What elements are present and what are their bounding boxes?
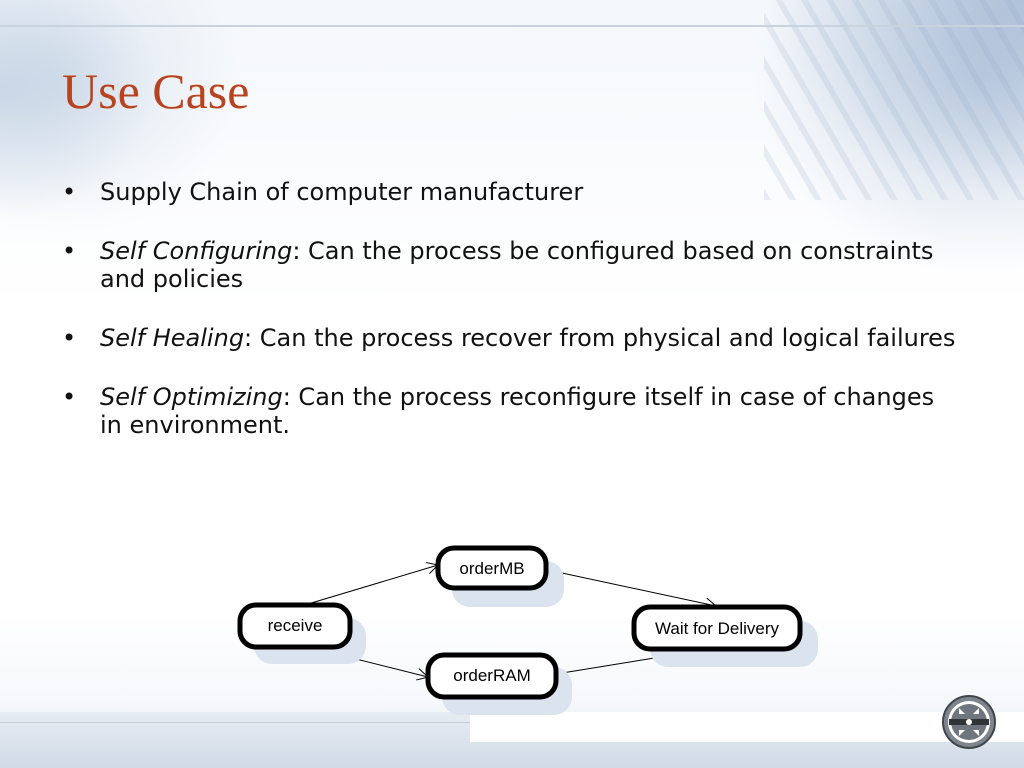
node-label: receive	[268, 616, 323, 635]
bullet-item: • Self Configuring: Can the process be c…	[62, 237, 962, 293]
bullet-dot-icon: •	[62, 237, 77, 265]
footer-white-area	[470, 712, 1024, 742]
bullet-dot-icon: •	[62, 324, 77, 352]
bullet-item: • Self Healing: Can the process recover …	[62, 324, 962, 352]
background-decoration-right	[764, 0, 1024, 200]
node-ordermb: orderMB	[435, 545, 549, 591]
node-wait-for-delivery: Wait for Delivery	[631, 604, 803, 652]
node-label: orderRAM	[453, 666, 530, 685]
bullet-text: : Can the process reconfigure itself in …	[100, 383, 935, 439]
slide-title: Use Case	[62, 63, 250, 119]
background-decoration-left	[0, 0, 160, 220]
bullet-item: • Supply Chain of computer manufacturer	[62, 178, 962, 206]
bullet-term: Self Configuring	[100, 237, 293, 265]
bullet-list: • Supply Chain of computer manufacturer …	[62, 178, 962, 470]
bullet-text: Supply Chain of computer manufacturer	[100, 178, 584, 206]
bullet-text: : Can the process recover from physical …	[244, 324, 956, 352]
node-receive: receive	[237, 602, 353, 650]
bullet-dot-icon: •	[62, 383, 77, 411]
top-divider	[0, 25, 1024, 27]
roundabout-logo-icon	[942, 695, 996, 749]
node-label: orderMB	[459, 559, 524, 578]
bullet-dot-icon: •	[62, 178, 77, 206]
bullet-text: : Can the process be configured based on…	[100, 237, 934, 293]
bullet-term: Self Optimizing	[100, 383, 283, 411]
bullet-term: Self Healing	[100, 324, 245, 352]
footer-divider	[0, 722, 470, 723]
edge-ordermb-wait	[547, 569, 716, 606]
edge-receive-ordermb	[307, 565, 438, 605]
node-orderram: orderRAM	[425, 652, 559, 700]
bullet-item: • Self Optimizing: Can the process recon…	[62, 383, 962, 439]
node-label: Wait for Delivery	[655, 619, 780, 638]
